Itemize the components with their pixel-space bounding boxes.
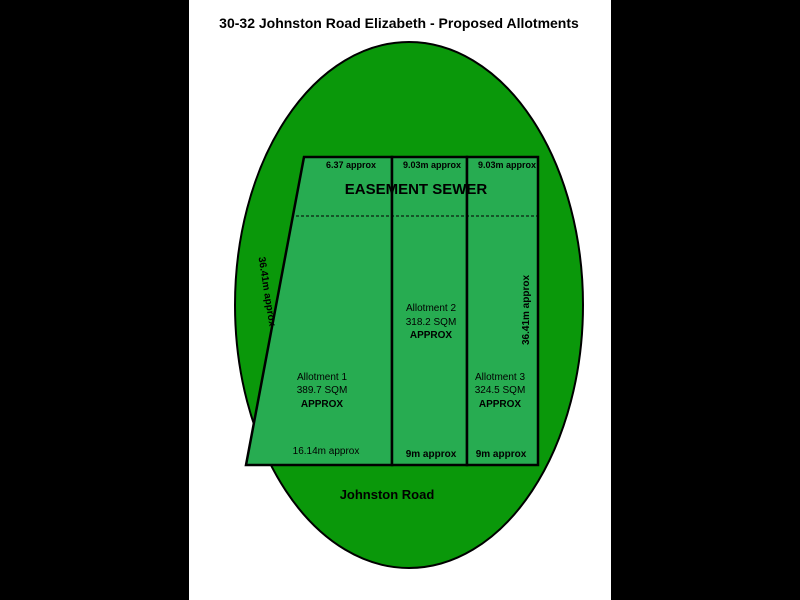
allotment-3-name: Allotment 3 xyxy=(475,372,525,383)
dimension-right-side: 36.41m approx xyxy=(521,275,532,345)
easement-sewer-label: EASEMENT SEWER xyxy=(345,181,488,198)
allotment-2-parcel[interactable] xyxy=(390,155,469,467)
allotment-2-approx: APPROX xyxy=(410,330,453,341)
dimension-bottom-allotment-2: 9m approx xyxy=(406,449,457,460)
allotment-2-name: Allotment 2 xyxy=(406,303,456,314)
plan-title: 30-32 Johnston Road Elizabeth - Proposed… xyxy=(219,15,579,31)
johnston-road-label: Johnston Road xyxy=(340,487,435,502)
dimension-bottom-allotment-3: 9m approx xyxy=(476,449,527,460)
allotment-1-area: 389.7 SQM xyxy=(297,385,348,396)
allotment-1-name: Allotment 1 xyxy=(297,372,347,383)
dimension-top-middle: 9.03m approx xyxy=(403,160,461,170)
allotment-3-parcel[interactable] xyxy=(465,155,540,467)
allotment-3-area: 324.5 SQM xyxy=(475,385,526,396)
dimension-top-right: 9.03m approx xyxy=(478,160,536,170)
dimension-bottom-allotment-1: 16.14m approx xyxy=(293,446,360,457)
allotment-1-approx: APPROX xyxy=(301,399,344,410)
dimension-top-left: 6.37 approx xyxy=(326,160,376,170)
allotment-2-area: 318.2 SQM xyxy=(406,317,457,328)
allotment-3-approx: APPROX xyxy=(479,399,522,410)
